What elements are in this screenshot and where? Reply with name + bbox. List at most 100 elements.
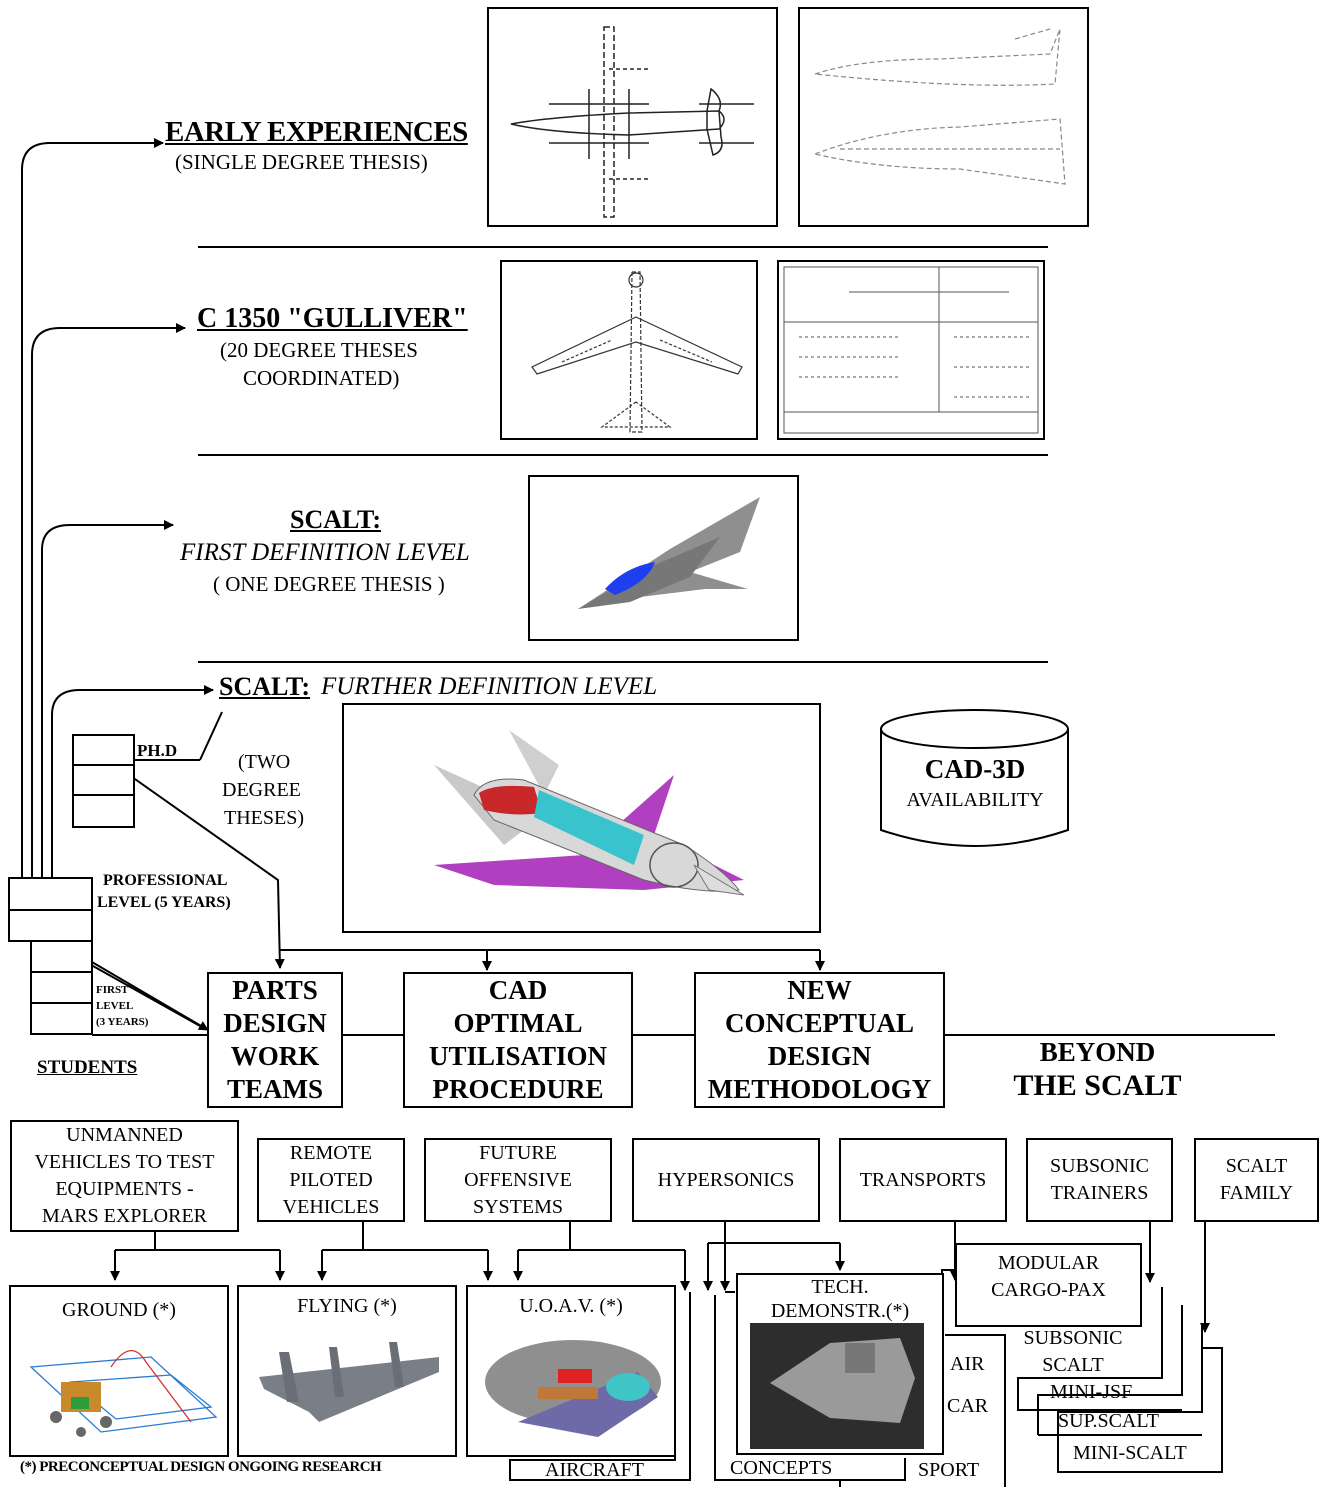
first-level-cell-2 (30, 971, 93, 1004)
professional-cell-1 (8, 877, 93, 911)
students-label: STUDENTS (37, 1057, 138, 1078)
modular-line-1: MODULAR (997, 1252, 1100, 1274)
sup-scalt-label: SUP.SCALT (1058, 1410, 1159, 1432)
gulliver-table (777, 260, 1045, 440)
uoav-label: U.O.A.V. (*) (519, 1295, 623, 1317)
phd-cell-3 (72, 794, 135, 828)
aircraft-label: AIRCRAFT (545, 1459, 644, 1481)
topic-subsonic-line-1: SUBSONIC (1050, 1155, 1149, 1177)
concepts-label: CONCEPTS (730, 1457, 833, 1479)
topic-unmanned-line-1: UNMANNED (66, 1124, 183, 1146)
topic-scalt-family-box: SCALT FAMILY (1194, 1138, 1319, 1222)
uoav-box: U.O.A.V. (*) (466, 1285, 676, 1457)
first-level-label-1: FIRST (96, 984, 129, 996)
cad-procedure-box: CAD OPTIMAL UTILISATION PROCEDURE (403, 972, 633, 1108)
flying-label: FLYING (*) (297, 1295, 397, 1317)
ground-box: GROUND (*) (9, 1285, 229, 1457)
scalt-further-note-1: (TWO (238, 751, 291, 773)
sport-label: SPORT (918, 1459, 980, 1481)
topic-remote-line-3: VEHICLES (282, 1196, 380, 1218)
topic-subsonic-line-2: TRAINERS (1050, 1182, 1149, 1204)
method-line-1: NEW (787, 975, 852, 1005)
flying-box: FLYING (*) (237, 1285, 457, 1457)
topic-remote-box: REMOTE PILOTED VEHICLES (257, 1138, 405, 1222)
topic-remote-line-1: REMOTE (289, 1142, 373, 1164)
modular-line-2: CARGO-PAX (991, 1279, 1106, 1301)
beyond-line-2: THE SCALT (1013, 1069, 1182, 1102)
mini-jsf-label: MINI-JSF (1050, 1381, 1133, 1403)
uoav-drawing (485, 1340, 661, 1437)
tech-label-2: DEMONSTR.(*) (770, 1300, 910, 1322)
phd-cell-1 (72, 734, 135, 766)
beyond-line-1: BEYOND (1039, 1037, 1156, 1067)
first-level-cell-1 (30, 940, 93, 973)
first-level-label-3: (3 YEARS) (96, 1016, 149, 1028)
parts-line-4: TEAMS (226, 1074, 324, 1104)
scalt-first-subtitle: FIRST DEFINITION LEVEL (180, 539, 470, 566)
database-subtitle: AVAILABILITY (906, 789, 1044, 811)
topic-unmanned-line-2: VEHICLES TO TEST (34, 1151, 215, 1173)
topic-future-line-1: FUTURE (479, 1142, 557, 1164)
early-subtitle: (SINGLE DEGREE THESIS) (175, 150, 428, 174)
mini-scalt-label: MINI-SCALT (1073, 1442, 1187, 1464)
topic-unmanned-line-4: MARS EXPLORER (41, 1205, 208, 1227)
professional-label-1: PROFESSIONAL (103, 872, 228, 889)
scalt-further-note-2: DEGREE (222, 779, 301, 801)
beyond-scalt-label: BEYOND THE SCALT (990, 1036, 1205, 1102)
modular-cargo-box: MODULAR CARGO-PAX (955, 1243, 1142, 1327)
topic-remote-line-2: PILOTED (289, 1169, 373, 1191)
parts-design-box: PARTS DESIGN WORK TEAMS (207, 972, 343, 1108)
first-level-label-2: LEVEL (96, 1000, 134, 1012)
air-label: AIR (950, 1353, 985, 1375)
cad-line-1: CAD (488, 975, 548, 1005)
topic-transports-label: TRANSPORTS (859, 1169, 987, 1191)
topic-transports-box: TRANSPORTS (839, 1138, 1007, 1222)
early-title: EARLY EXPERIENCES (165, 116, 468, 148)
subsonic-scalt-label-2: SCALT (1042, 1354, 1104, 1376)
topic-unmanned-line-3: EQUIPMENTS - (55, 1178, 194, 1200)
aircraft-planform-drawing (510, 26, 754, 218)
professional-cell-2 (8, 909, 93, 942)
topic-hypersonics-box: HYPERSONICS (632, 1138, 820, 1222)
database-cylinder-icon (880, 709, 1069, 847)
subsonic-scalt-label-1: SUBSONIC (1023, 1327, 1123, 1349)
method-line-3: DESIGN (767, 1041, 872, 1071)
database-title: CAD-3D (924, 754, 1026, 784)
topic-subsonic-box: SUBSONIC TRAINERS (1026, 1138, 1173, 1222)
scalt-further-subtitle: FURTHER DEFINITION LEVEL (321, 673, 658, 700)
footnote: (*) PRECONCEPTUAL DESIGN ONGOING RESEARC… (20, 1459, 382, 1475)
gulliver-title: C 1350 "GULLIVER" (197, 303, 468, 334)
cad-line-4: PROCEDURE (432, 1074, 604, 1104)
scalt-first-render (528, 475, 799, 641)
design-methodology-box: NEW CONCEPTUAL DESIGN METHODOLOGY (694, 972, 945, 1108)
topic-unmanned-box: UNMANNED VEHICLES TO TEST EQUIPMENTS - M… (10, 1120, 239, 1232)
jet-3d-render (578, 497, 760, 609)
parts-line-1: PARTS (232, 975, 318, 1005)
car-label: CAR (947, 1395, 989, 1417)
tech-demonstrator-box: TECH. DEMONSTR.(*) (736, 1273, 944, 1455)
topic-future-line-2: OFFENSIVE (464, 1169, 572, 1191)
phd-cell-2 (72, 764, 135, 796)
cad-line-3: UTILISATION (428, 1041, 608, 1071)
early-drawing-2 (798, 7, 1089, 227)
topic-hypersonics-label: HYPERSONICS (657, 1169, 795, 1191)
data-table-drawing (783, 266, 1039, 434)
topic-scalt-family-line-2: FAMILY (1219, 1182, 1294, 1204)
scalt-further-render (342, 703, 821, 933)
scalt-further-note-3: THESES) (224, 807, 304, 829)
method-line-2: CONCEPTUAL (724, 1008, 914, 1038)
topic-scalt-family-line-1: SCALT (1225, 1155, 1288, 1177)
parts-line-2: DESIGN (223, 1008, 327, 1038)
topic-future-line-3: SYSTEMS (472, 1196, 564, 1218)
tech-demonstrator-photo (750, 1323, 924, 1449)
phd-label: PH.D (137, 741, 178, 760)
transport-aircraft-drawing (531, 271, 743, 433)
method-line-4: METHODOLOGY (707, 1074, 932, 1104)
tech-label-1: TECH. (811, 1276, 869, 1298)
scalt-first-note: ( ONE DEGREE THESIS ) (213, 572, 445, 596)
ground-rover-drawing (29, 1350, 218, 1437)
flying-drone-drawing (259, 1342, 439, 1422)
scalt-first-title: SCALT: (290, 505, 382, 534)
aircraft-side-drawing (812, 28, 1066, 185)
